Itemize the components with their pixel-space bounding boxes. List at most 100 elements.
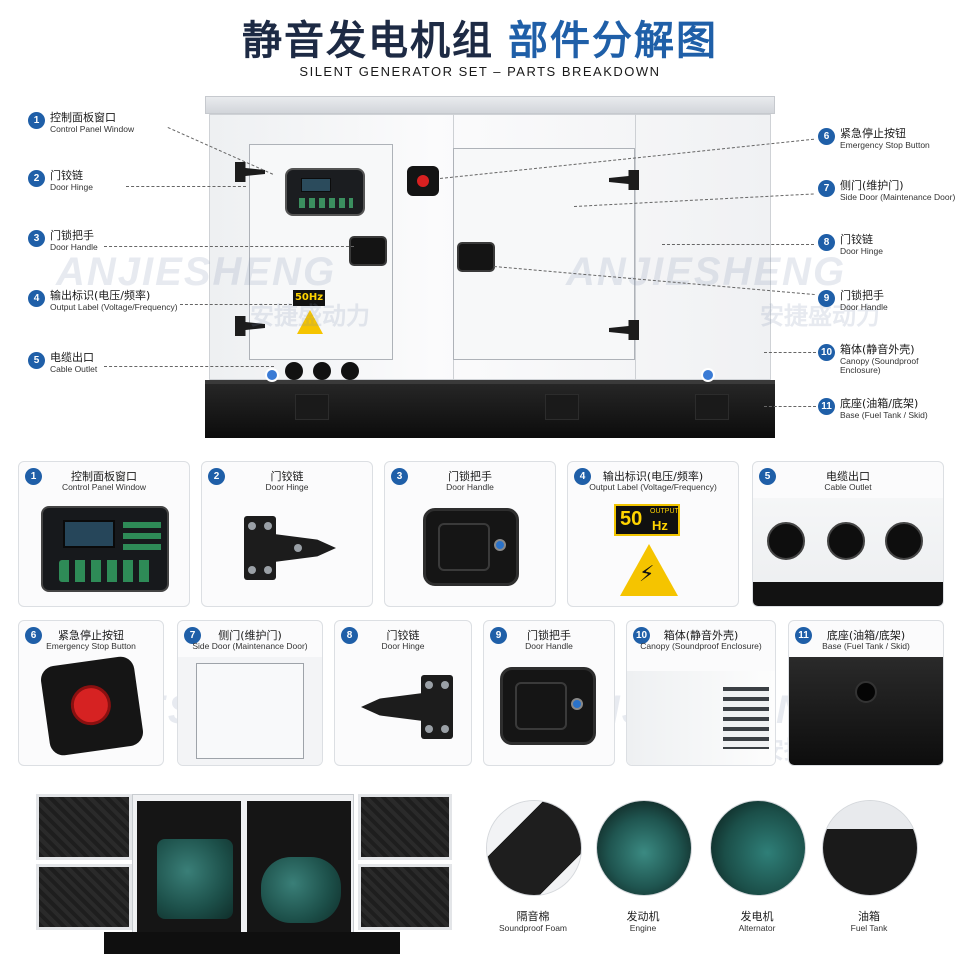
control-panel-image [19, 498, 189, 606]
callout-en: Control Panel Window [50, 123, 135, 134]
part-en: Soundproof Foam [498, 923, 568, 934]
callout-number: 10 [818, 344, 835, 361]
callout-number: 5 [28, 352, 45, 369]
cable-hole [285, 362, 303, 380]
forklift-slot [545, 394, 579, 420]
card-title-en: Cable Outlet [824, 482, 872, 492]
canopy-seam [635, 114, 636, 380]
callout-en: Door Handle [840, 301, 888, 312]
engine-circle [596, 800, 692, 896]
screen [63, 520, 115, 548]
lock-icon [494, 539, 506, 551]
bolt [425, 681, 433, 689]
part-card-6: 6 紧急停止按钮 Emergency Stop Button [18, 620, 164, 766]
callout-number: 7 [818, 180, 835, 197]
cable-hole [827, 522, 865, 560]
door-handle-image [385, 498, 555, 606]
door-hinge-image [335, 657, 471, 765]
card-number: 11 [795, 627, 812, 644]
card-title-zh: 门铰链 [386, 629, 420, 642]
part-en: Engine [629, 923, 657, 934]
output-badge: 50 OUTPUT Hz [614, 504, 680, 536]
callout-en: Canopy (Soundproof Enclosure) [840, 355, 919, 376]
callout-number: 9 [818, 290, 835, 307]
cable-hole [767, 522, 805, 560]
card-title-en: Base (Fuel Tank / Skid) [822, 641, 910, 651]
bolt [248, 566, 256, 574]
card-title-en: Door Handle [446, 482, 494, 492]
title-part-1: 静音发电机组 [242, 18, 494, 64]
page-subtitle: SILENT GENERATOR SET – PARTS BREAKDOWN [299, 64, 661, 79]
leader-line [764, 352, 816, 353]
callout-zh: 输出标识(电压/频率) [50, 289, 151, 302]
base-frame [789, 657, 943, 765]
door-handle-image [484, 657, 614, 765]
bolt [264, 522, 272, 530]
callout-en: Base (Fuel Tank / Skid) [840, 409, 928, 420]
part-card-5: 5 电缆出口 Cable Outlet [752, 461, 944, 607]
card-title-zh: 底座(油箱/底架) [826, 629, 906, 642]
louver-vent [723, 687, 769, 749]
high-voltage-warning-icon [620, 544, 678, 596]
door-panel [178, 657, 322, 765]
open-door-panel [36, 864, 132, 930]
location-marker-icon [701, 368, 715, 382]
generator-cabinet [132, 794, 354, 946]
emergency-stop-image [19, 654, 163, 765]
base-hole [855, 681, 877, 703]
soundproof-foam-circle [486, 800, 582, 896]
callout-zh: 箱体(静音外壳) [840, 343, 915, 356]
bolt [248, 522, 256, 530]
location-marker-icon [265, 368, 279, 382]
card-number: 5 [759, 468, 776, 485]
callout-zh: 门锁把手 [840, 289, 884, 302]
part-card-11: 11 底座(油箱/底架) Base (Fuel Tank / Skid) [788, 620, 944, 766]
part-en: Fuel Tank [850, 923, 888, 934]
callout-zh: 电缆出口 [50, 351, 94, 364]
part-card-2: 2 门铰链 Door Hinge [201, 461, 373, 607]
card-title-en: Canopy (Soundproof Enclosure) [640, 641, 762, 651]
callout-zh: 门锁把手 [50, 229, 94, 242]
leader-line [662, 244, 814, 245]
callout-en: Output Label (Voltage/Frequency) [50, 301, 178, 312]
card-number: 8 [341, 627, 358, 644]
card-title-zh: 紧急停止按钮 [58, 629, 124, 642]
callout-en: Side Door (Maintenance Door) [840, 191, 956, 202]
engine-block [157, 839, 233, 919]
engine-icon [597, 801, 691, 895]
card-number: 9 [490, 627, 507, 644]
alternator-body [261, 857, 341, 923]
fuel-tank-icon [823, 801, 917, 895]
hinge-icon [357, 675, 453, 739]
output-label-value: 50 [294, 292, 309, 303]
card-title-zh: 门铰链 [270, 470, 304, 483]
part-en: Alternator [738, 923, 776, 934]
cable-panel [753, 498, 943, 606]
part-card-7: 7 侧门(维护门) Side Door (Maintenance Door) [177, 620, 323, 766]
part-zh: 隔音棉 [516, 910, 550, 923]
card-title-en: Door Handle [525, 641, 573, 651]
card-title-zh: 电缆出口 [826, 470, 870, 483]
alternator-circle [710, 800, 806, 896]
canopy-panel [627, 671, 775, 765]
hinge-arm [274, 534, 336, 562]
part-card-10: 10 箱体(静音外壳) Canopy (Soundproof Enclosure… [626, 620, 776, 766]
callout-en: Cable Outlet [50, 363, 98, 374]
output-label-image: 50 OUTPUT Hz [568, 498, 738, 606]
cable-hole [341, 362, 359, 380]
estop-red-button [68, 682, 114, 728]
controller-icon [41, 506, 169, 592]
grip [515, 682, 567, 730]
callout-zh: 侧门(维护门) [840, 179, 904, 192]
part-card-8: 8 门铰链 Door Hinge [334, 620, 472, 766]
hinge-arm [361, 693, 423, 721]
cable-hole [313, 362, 331, 380]
part-card-1: 1 控制面板窗口 Control Panel Window [18, 461, 190, 607]
open-door-panel [36, 794, 132, 860]
